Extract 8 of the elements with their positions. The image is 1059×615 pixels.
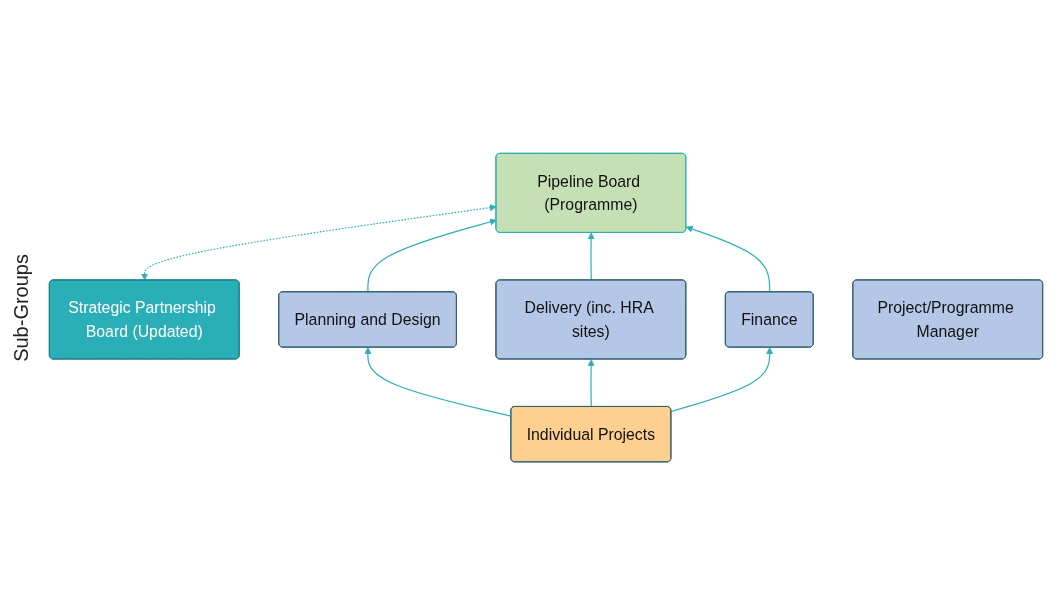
arrow	[587, 359, 595, 408]
arrow	[685, 225, 771, 293]
arrow	[364, 347, 512, 417]
arrow	[670, 347, 774, 412]
arrow	[141, 204, 497, 281]
side-label: Sub-Groups	[10, 253, 33, 362]
arrow	[587, 232, 595, 281]
arrow	[367, 218, 497, 293]
